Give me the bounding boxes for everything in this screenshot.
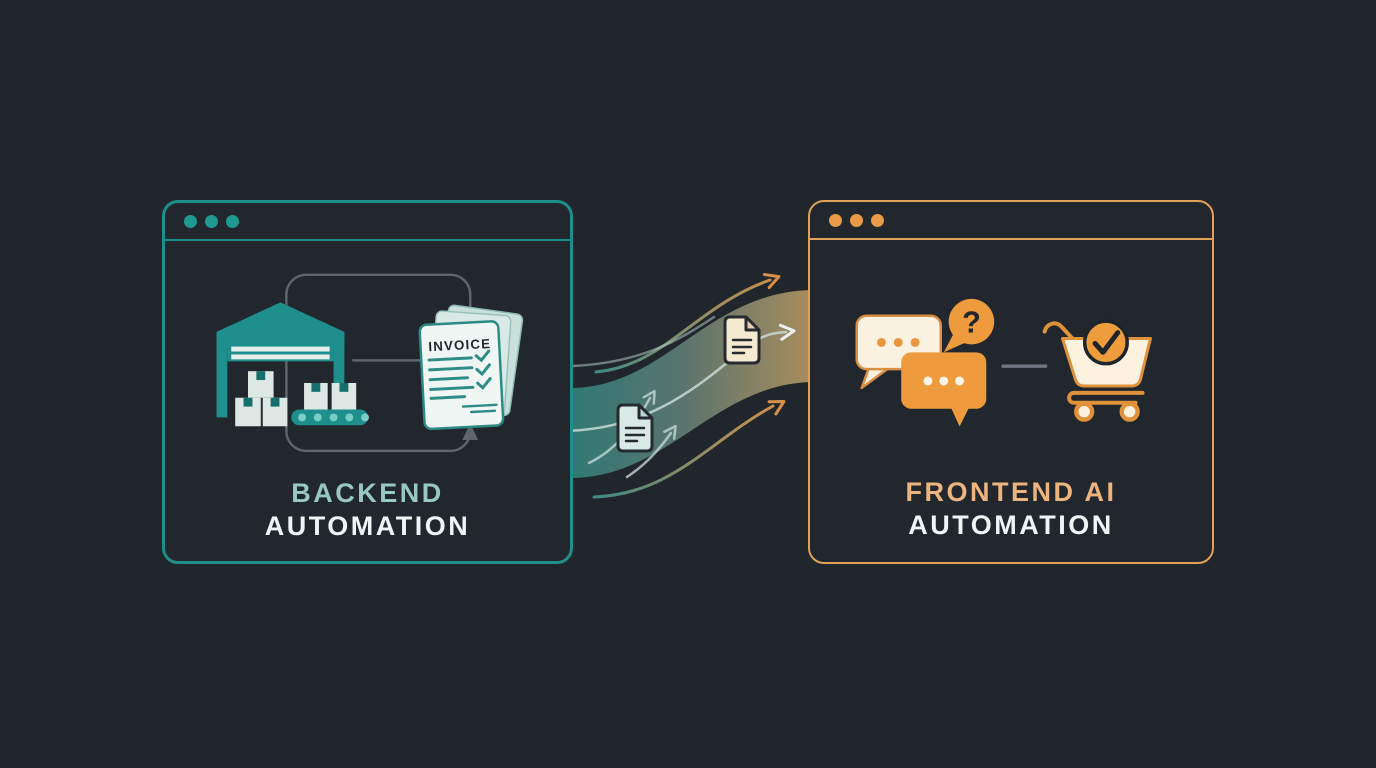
window-dot [205, 214, 218, 228]
flow-band [570, 290, 812, 478]
checkmark-icon [1092, 330, 1121, 355]
warehouse-icon [216, 302, 345, 418]
window-dot [850, 213, 863, 227]
invoice-label: INVOICE [428, 336, 492, 354]
frontend-title-line1: FRONTEND AI [905, 477, 1117, 507]
checkmark-icon [475, 363, 491, 377]
checkmark-icon [476, 377, 492, 390]
frontend-window-titlebar [810, 202, 1212, 240]
window-dot [226, 214, 239, 228]
checkmark-icon [474, 349, 491, 363]
check-badge [1082, 319, 1129, 366]
white-arrowhead-icon [778, 323, 796, 341]
frontend-title-line2: AUTOMATION [908, 510, 1114, 540]
flow-arrow-top [594, 273, 781, 374]
cart-check-icon [1042, 319, 1152, 422]
window-dot [829, 213, 842, 227]
teal-document-icon [616, 403, 654, 453]
flow-arrow-bottom [592, 400, 786, 499]
question-bubble-icon: ? [943, 298, 995, 353]
boxes-icon [235, 371, 357, 427]
backend-window-titlebar [165, 203, 570, 241]
window-dot [184, 214, 197, 228]
small-arrowhead-icon [642, 389, 656, 405]
cream-document-icon [723, 315, 761, 365]
backend-title-line2: AUTOMATION [264, 511, 471, 541]
backend-title-line1: BACKEND [291, 478, 444, 508]
frontend-window: ? FRONTEND AI AUTO [808, 200, 1214, 564]
window-dot [871, 213, 884, 227]
chat-bubbles-icon [855, 314, 987, 427]
frontend-scene: ? [855, 298, 1152, 427]
small-arrowhead-icon [663, 424, 677, 440]
question-mark: ? [962, 306, 981, 340]
backend-window: INVOICE BACKEND AUTOMATION [162, 200, 573, 564]
backend-scene: INVOICE [216, 273, 524, 453]
conveyor-icon [291, 409, 369, 426]
invoice-stack-icon: INVOICE [418, 304, 524, 431]
